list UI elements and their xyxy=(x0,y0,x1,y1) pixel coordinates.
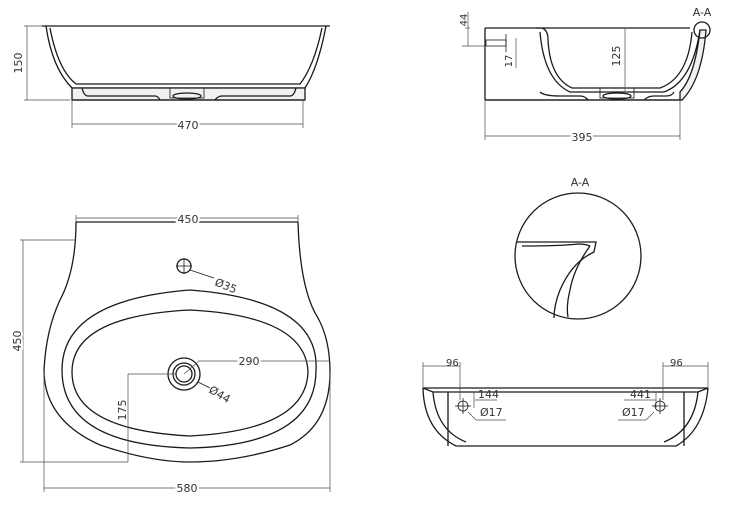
plan-depth: 450 xyxy=(11,331,24,352)
detail-view: A-A xyxy=(514,176,642,320)
section-a-label: A-A xyxy=(693,6,712,19)
section-44-label: 44 xyxy=(459,14,470,27)
back-right-offset: 96 xyxy=(670,358,683,369)
section-width-label: 395 xyxy=(572,131,593,144)
back-left-dia: Ø17 xyxy=(480,406,503,419)
back-right-pos: 441 xyxy=(630,388,651,401)
back-view: 96 96 144 Ø17 441 Ø17 xyxy=(422,358,709,447)
waste-dia: Ø44 xyxy=(207,383,233,406)
front-view: 150 470 xyxy=(12,25,330,134)
section-125-label: 125 xyxy=(610,46,623,67)
section-17-label: 17 xyxy=(504,55,515,68)
back-left-pos: 144 xyxy=(478,388,499,401)
back-right-dia: Ø17 xyxy=(622,406,645,419)
dim-175: 175 xyxy=(116,400,129,421)
plan-top-width: 450 xyxy=(178,213,199,226)
front-height-label: 150 xyxy=(12,53,25,74)
detail-title: A-A xyxy=(571,176,590,189)
front-width-label: 470 xyxy=(178,119,199,132)
section-view: A-A 44 17 125 395 xyxy=(459,6,712,146)
plan-bottom-width: 580 xyxy=(177,482,198,495)
dim-290: 290 xyxy=(239,355,260,368)
plan-view: Ø35 Ø44 290 175 450 450 580 xyxy=(9,211,331,497)
back-left-offset: 96 xyxy=(446,358,459,369)
